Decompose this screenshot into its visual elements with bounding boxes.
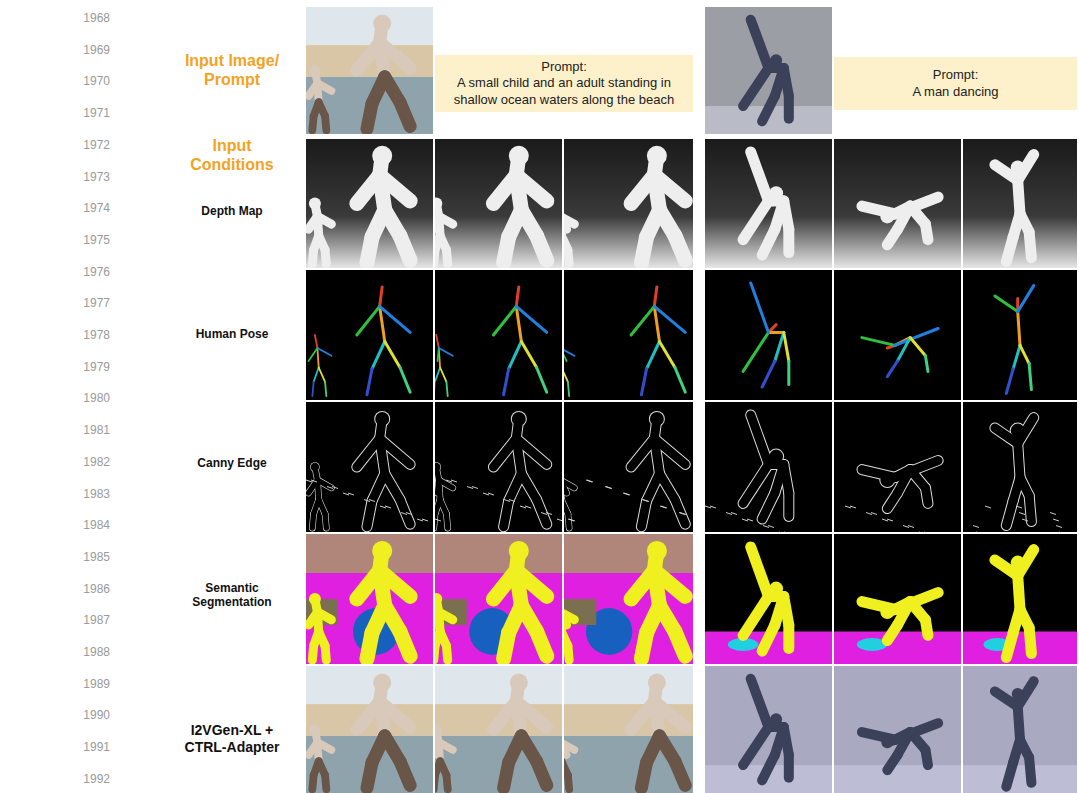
prompt-text: A small child and an adult standing in s… <box>443 75 685 108</box>
line-number: 1981 <box>60 423 110 437</box>
row-label: Human Pose <box>162 327 302 341</box>
photo-panel <box>705 7 832 134</box>
row-label: Semantic Segmentation <box>172 581 292 610</box>
depth-panel <box>834 139 961 268</box>
row-label: Depth Map <box>162 204 302 218</box>
prompt-heading: Prompt: <box>933 67 979 83</box>
row-label: Canny Edge <box>162 456 302 470</box>
seg-panel <box>834 534 961 664</box>
seg-panel <box>705 534 832 664</box>
line-number: 1985 <box>60 550 110 564</box>
line-number: 1975 <box>60 233 110 247</box>
depth-panel <box>306 139 433 268</box>
line-number: 1979 <box>60 360 110 374</box>
pose-panel <box>564 270 693 400</box>
line-number: 1984 <box>60 518 110 532</box>
line-number: 1989 <box>60 677 110 691</box>
pose-panel <box>963 270 1077 400</box>
seg-panel <box>963 534 1077 664</box>
prompt-text: A man dancing <box>912 84 998 100</box>
pose-panel <box>306 270 433 400</box>
out-panel <box>834 666 961 793</box>
line-number: 1988 <box>60 645 110 659</box>
depth-panel <box>564 139 693 268</box>
depth-panel <box>435 139 562 268</box>
seg-panel <box>564 534 693 664</box>
canny-panel <box>306 402 433 532</box>
out-panel <box>306 666 433 793</box>
line-number: 1972 <box>60 138 110 152</box>
line-number: 1990 <box>60 708 110 722</box>
prompt-heading: Prompt: <box>541 59 587 75</box>
out-panel <box>435 666 562 793</box>
out-panel <box>963 666 1077 793</box>
pose-panel <box>705 270 832 400</box>
depth-panel <box>705 139 832 268</box>
line-number: 1968 <box>60 11 110 25</box>
line-number: 1970 <box>60 74 110 88</box>
out-panel <box>564 666 693 793</box>
line-number: 1983 <box>60 487 110 501</box>
line-number: 1978 <box>60 328 110 342</box>
prompt-box: Prompt:A small child and an adult standi… <box>435 55 693 112</box>
canny-panel <box>705 402 832 532</box>
line-number: 1973 <box>60 170 110 184</box>
prompt-box: Prompt:A man dancing <box>834 57 1077 110</box>
line-number: 1992 <box>60 772 110 786</box>
pose-panel <box>834 270 961 400</box>
canny-panel <box>963 402 1077 532</box>
seg-panel <box>435 534 562 664</box>
canny-panel <box>564 402 693 532</box>
line-number: 1986 <box>60 582 110 596</box>
line-number: 1987 <box>60 613 110 627</box>
depth-panel <box>963 139 1077 268</box>
photo-panel <box>306 7 433 134</box>
seg-panel <box>306 534 433 664</box>
line-number: 1974 <box>60 201 110 215</box>
line-number: 1971 <box>60 106 110 120</box>
out-panel <box>705 666 832 793</box>
method-label: I2VGen-XL + CTRL-Adapter <box>177 722 287 756</box>
line-number: 1982 <box>60 455 110 469</box>
line-number: 1977 <box>60 296 110 310</box>
line-number: 1976 <box>60 265 110 279</box>
canny-panel <box>834 402 961 532</box>
line-number: 1991 <box>60 740 110 754</box>
section-label: Input Image/ Prompt <box>172 51 292 89</box>
canny-panel <box>435 402 562 532</box>
section-label: Input Conditions <box>172 136 292 174</box>
pose-panel <box>435 270 562 400</box>
line-number: 1980 <box>60 391 110 405</box>
line-number: 1969 <box>60 43 110 57</box>
